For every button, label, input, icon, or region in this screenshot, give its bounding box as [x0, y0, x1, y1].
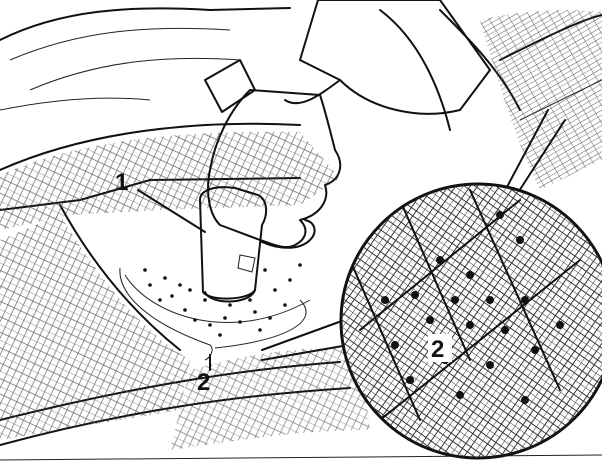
callout-2-zoom-label: 2 — [431, 336, 444, 363]
magnified-detail — [340, 184, 602, 460]
callout-2-left: 2 — [197, 355, 210, 396]
callout-2-left-label: 2 — [197, 369, 210, 396]
callout-2-zoom: 2 — [428, 334, 452, 363]
callout-1-label: 1 — [115, 169, 128, 196]
